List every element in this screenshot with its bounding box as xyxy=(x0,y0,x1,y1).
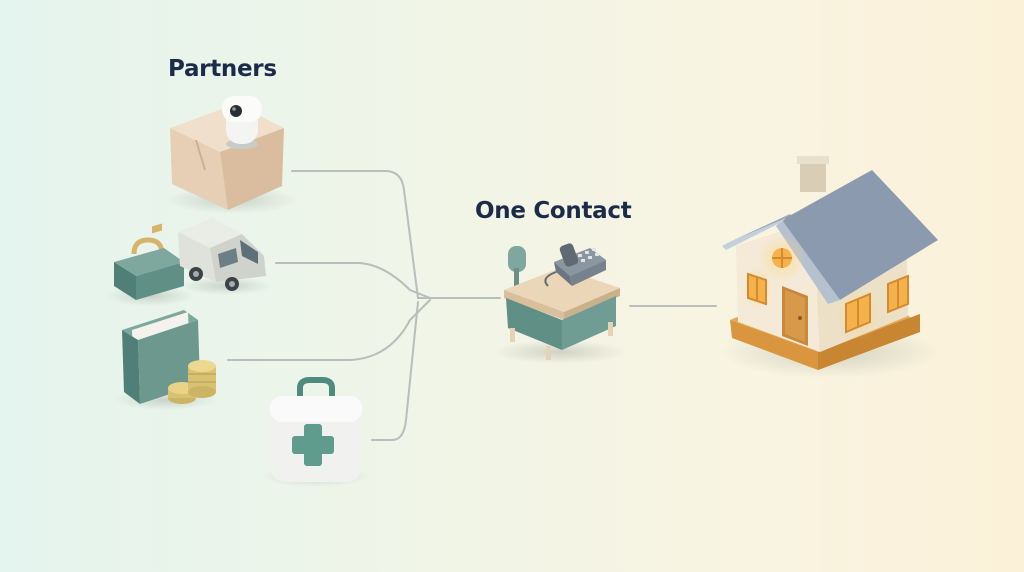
one-contact-title: One Contact xyxy=(475,198,632,224)
connector-partner-2 xyxy=(275,262,431,299)
connector-lines xyxy=(227,170,717,441)
desk-icon xyxy=(494,268,626,364)
connector-partner-1 xyxy=(291,170,501,299)
van-icon xyxy=(178,218,272,295)
telephone-icon xyxy=(544,243,606,287)
connector-partner-4 xyxy=(371,301,419,441)
coins-icon xyxy=(168,360,216,404)
connector-partner-3 xyxy=(227,299,431,361)
house-icon xyxy=(720,156,940,378)
camera-box-icon xyxy=(166,96,298,214)
chair-icon xyxy=(508,246,526,286)
partners-title: Partners xyxy=(168,56,277,82)
first-aid-kit-icon xyxy=(262,377,370,487)
toolbox-icon xyxy=(106,223,194,306)
